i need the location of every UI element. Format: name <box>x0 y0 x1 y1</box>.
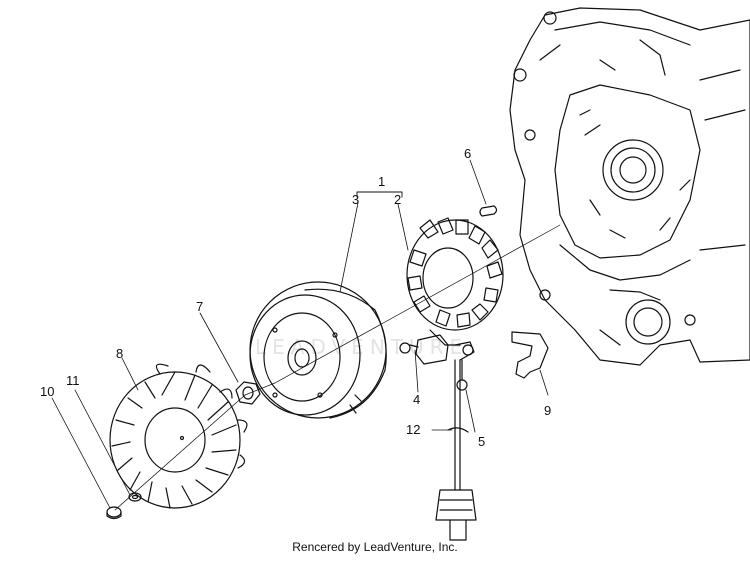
nut-part-7 <box>235 381 261 405</box>
callout-9: 9 <box>544 403 551 418</box>
stator-part-2 <box>406 217 504 346</box>
pickup-coil-part-4 <box>399 334 475 391</box>
callout-3: 3 <box>352 192 359 207</box>
fan-part-8 <box>109 363 248 509</box>
callout-2: 2 <box>394 192 401 207</box>
washer-part-11 <box>128 492 142 502</box>
key-part-6 <box>479 205 498 217</box>
engine-crankcase <box>509 7 750 366</box>
callout-5: 5 <box>478 434 485 449</box>
callout-12: 12 <box>406 422 420 437</box>
callout-1: 1 <box>378 174 385 189</box>
callout-4: 4 <box>413 392 420 407</box>
callout-10: 10 <box>40 384 54 399</box>
callout-8: 8 <box>116 346 123 361</box>
bracket-part-9 <box>511 331 549 379</box>
flywheel-part-3 <box>249 281 387 419</box>
wire-harness <box>435 359 477 541</box>
screw-part-10 <box>106 506 122 520</box>
credit-text: Rencered by LeadVenture, Inc. <box>292 540 458 554</box>
callout-7: 7 <box>196 299 203 314</box>
callout-6: 6 <box>464 146 471 161</box>
callout-11: 11 <box>66 373 80 388</box>
